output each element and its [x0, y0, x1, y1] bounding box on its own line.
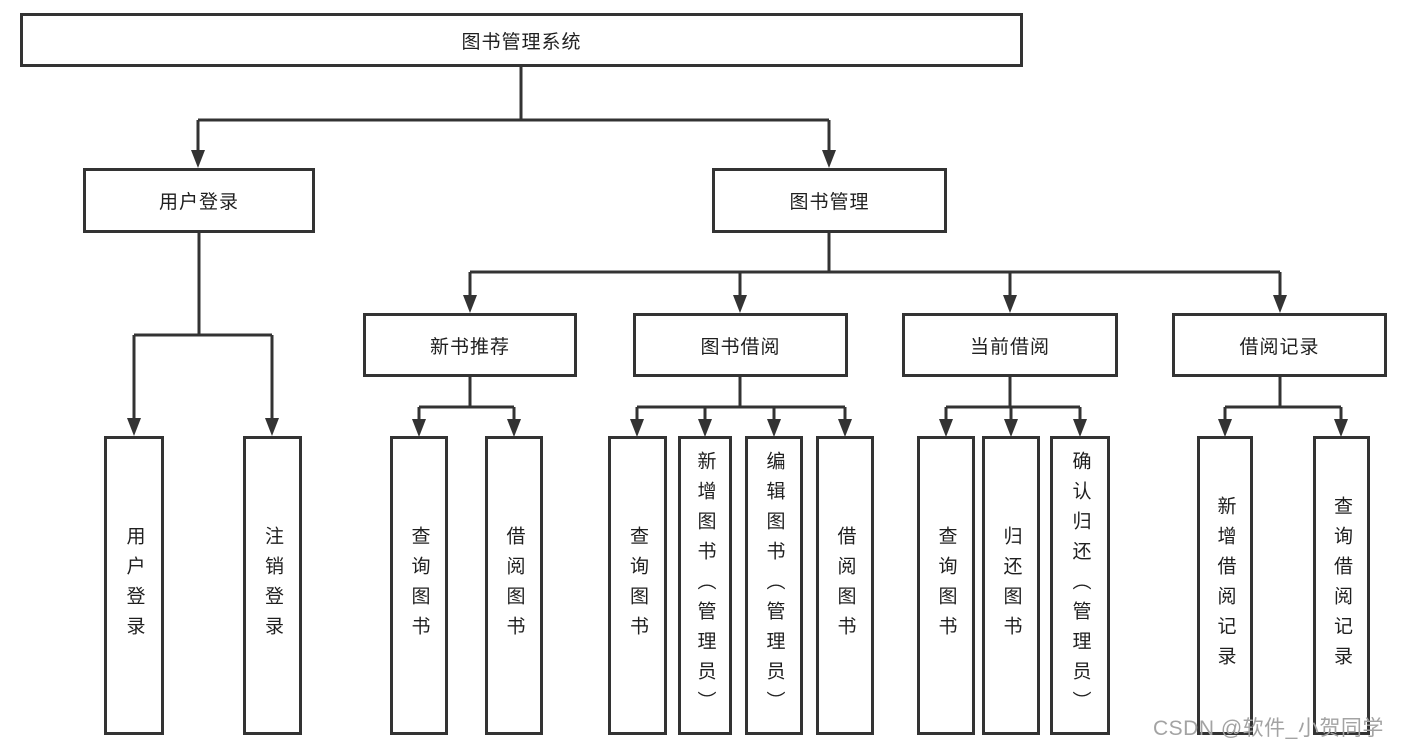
node-book-borrow-label: 图书借阅	[700, 336, 781, 358]
node-book-management: 图书管理	[712, 168, 947, 233]
node-new-book-recommend: 新书推荐	[363, 313, 577, 377]
node-new-book-recommend-label: 新书推荐	[429, 336, 510, 358]
leaf-borrow-books-borrow-label: 借阅图书	[834, 525, 856, 646]
leaf-query-borrow-record: 查询借阅记录	[1313, 436, 1370, 735]
node-borrow-records-label: 借阅记录	[1239, 336, 1320, 358]
leaf-return-books-label: 归还图书	[1000, 525, 1022, 646]
node-current-borrow: 当前借阅	[902, 313, 1118, 377]
leaf-query-books-current-label: 查询图书	[935, 525, 957, 646]
leaf-add-book-admin-label: 新增图书（管理员）	[694, 450, 716, 721]
node-current-borrow-label: 当前借阅	[969, 336, 1050, 358]
leaf-user-login: 用户登录	[104, 436, 164, 735]
node-root: 图书管理系统	[20, 13, 1023, 67]
leaf-add-borrow-record: 新增借阅记录	[1197, 436, 1253, 735]
leaf-query-books-borrow: 查询图书	[608, 436, 667, 735]
leaf-user-login-label: 用户登录	[123, 525, 145, 646]
leaf-confirm-return-admin-label: 确认归还（管理员）	[1069, 450, 1091, 721]
node-book-management-label: 图书管理	[789, 192, 870, 213]
leaf-borrow-books-recommend-label: 借阅图书	[503, 525, 525, 646]
leaf-borrow-books-borrow: 借阅图书	[816, 436, 874, 735]
leaf-query-books-recommend: 查询图书	[390, 436, 448, 735]
leaf-logout: 注销登录	[243, 436, 302, 735]
leaf-query-borrow-record-label: 查询借阅记录	[1331, 495, 1352, 676]
leaf-confirm-return-admin: 确认归还（管理员）	[1050, 436, 1110, 735]
node-book-borrow: 图书借阅	[633, 313, 848, 377]
leaf-add-book-admin: 新增图书（管理员）	[678, 436, 732, 735]
watermark-text: CSDN @软件_小贺同学	[1153, 717, 1384, 740]
connector-segments	[132, 67, 1343, 421]
leaf-logout-label: 注销登录	[262, 525, 283, 646]
leaf-query-books-borrow-label: 查询图书	[627, 525, 648, 646]
leaf-add-borrow-record-label: 新增借阅记录	[1214, 495, 1236, 676]
node-user-login-label: 用户登录	[158, 192, 239, 213]
leaf-query-books-current: 查询图书	[917, 436, 975, 735]
leaf-return-books: 归还图书	[982, 436, 1040, 735]
leaf-query-books-recommend-label: 查询图书	[408, 525, 430, 646]
node-user-login: 用户登录	[83, 168, 315, 233]
leaf-borrow-books-recommend: 借阅图书	[485, 436, 543, 735]
arrowheads	[127, 150, 1348, 437]
leaf-edit-book-admin: 编辑图书（管理员）	[745, 436, 803, 735]
leaf-edit-book-admin-label: 编辑图书（管理员）	[763, 450, 785, 721]
node-root-label: 图书管理系统	[461, 31, 582, 53]
node-borrow-records: 借阅记录	[1172, 313, 1387, 377]
